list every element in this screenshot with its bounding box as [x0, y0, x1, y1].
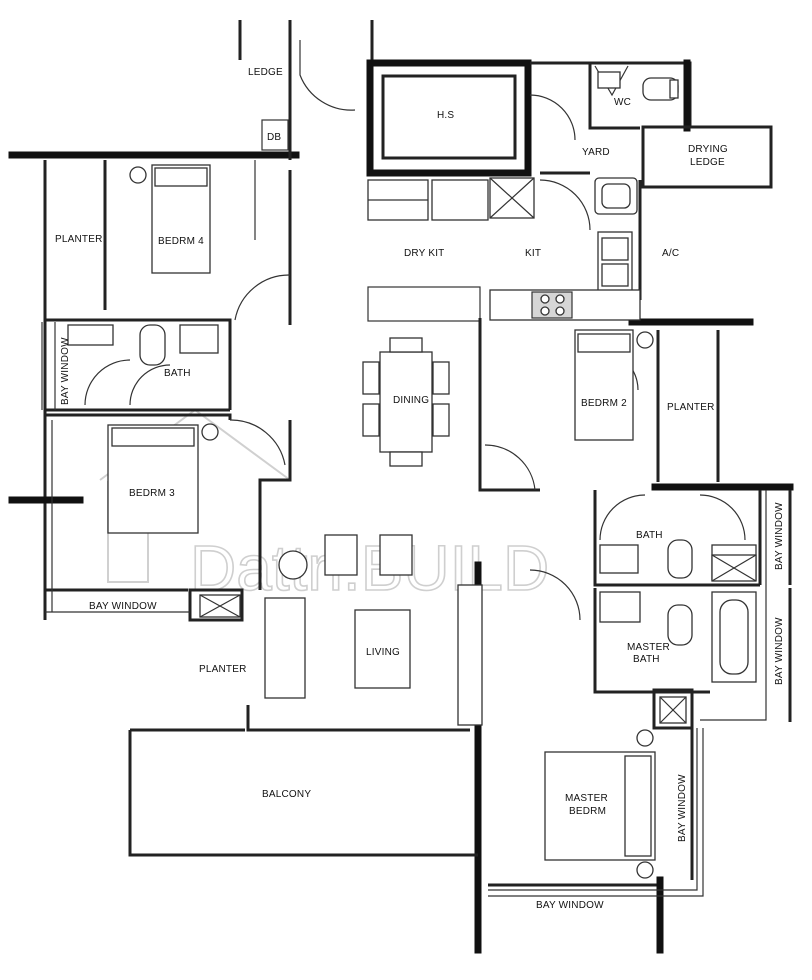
label-planter-bottom: PLANTER: [199, 664, 247, 675]
label-bay-window-master-bath: BAY WINDOW: [774, 617, 785, 685]
stove-icon: [489, 289, 641, 321]
label-bay-window-left: BAY WINDOW: [60, 337, 71, 405]
label-bay-window-master-bottom: BAY WINDOW: [536, 900, 604, 911]
bed-icon: [574, 329, 654, 441]
label-bedrm4: BEDRM 4: [158, 236, 204, 247]
living-furniture: [264, 534, 483, 726]
label-planter-left: PLANTER: [55, 234, 103, 245]
watermark: Dattri.BUILD: [99, 408, 550, 605]
walls: [8, 20, 794, 954]
toilet-icon: [667, 539, 693, 579]
kitchen-sink-icon: [597, 231, 633, 295]
basin-icon: [179, 324, 219, 354]
fixtures: [67, 71, 757, 879]
label-master-bath-2: BATH: [633, 654, 660, 665]
label-master-bedrm-1: MASTER: [565, 793, 608, 804]
doors: [84, 40, 746, 621]
room-labels: LEDGE DB H.S WC YARD DRYING LEDGE PLANTE…: [55, 67, 785, 911]
shower-icon: [489, 177, 535, 219]
label-dry-kit: DRY KIT: [404, 248, 445, 259]
toilet-icon: [667, 604, 693, 646]
toilet-icon: [139, 324, 166, 366]
bathtub-icon: [711, 591, 757, 683]
label-planter-right: PLANTER: [667, 402, 715, 413]
label-drying-ledge-1: DRYING: [688, 144, 728, 155]
bed-icon: [107, 423, 219, 534]
label-bay-window-right-top: BAY WINDOW: [774, 502, 785, 570]
basin-icon: [599, 544, 639, 574]
basin-icon: [597, 71, 621, 89]
bay-windows: [41, 322, 767, 897]
shower-tray: [67, 324, 114, 346]
label-bedrm2: BEDRM 2: [581, 398, 627, 409]
label-master-bath-1: MASTER: [627, 642, 670, 653]
label-yard: YARD: [582, 147, 610, 158]
washing-machine-icon: [594, 177, 638, 215]
label-wc: WC: [614, 97, 631, 108]
toilet-icon: [642, 77, 679, 101]
label-hs: H.S: [437, 110, 454, 121]
watermark-text: Dattri.BUILD: [190, 532, 549, 604]
basin-icon: [599, 591, 641, 623]
label-db: DB: [267, 132, 281, 143]
label-balcony: BALCONY: [262, 789, 311, 800]
label-kit: KIT: [525, 248, 541, 259]
label-ledge: LEDGE: [248, 67, 283, 78]
label-dining: DINING: [393, 395, 429, 406]
label-bedrm3: BEDRM 3: [129, 488, 175, 499]
label-bath-left: BATH: [164, 368, 191, 379]
label-drying-ledge-2: LEDGE: [690, 157, 725, 168]
label-master-bedrm-2: BEDRM: [569, 806, 606, 817]
label-ac: A/C: [662, 248, 679, 259]
label-bay-window-bedrm3: BAY WINDOW: [89, 601, 157, 612]
bed-icon: [129, 164, 211, 274]
fridge-icon: [431, 179, 489, 221]
label-living: LIVING: [366, 647, 400, 658]
label-bath-right: BATH: [636, 530, 663, 541]
label-bay-window-master-side: BAY WINDOW: [677, 774, 688, 842]
bed-icon: [544, 729, 656, 879]
dining-table-icon: [362, 337, 450, 467]
